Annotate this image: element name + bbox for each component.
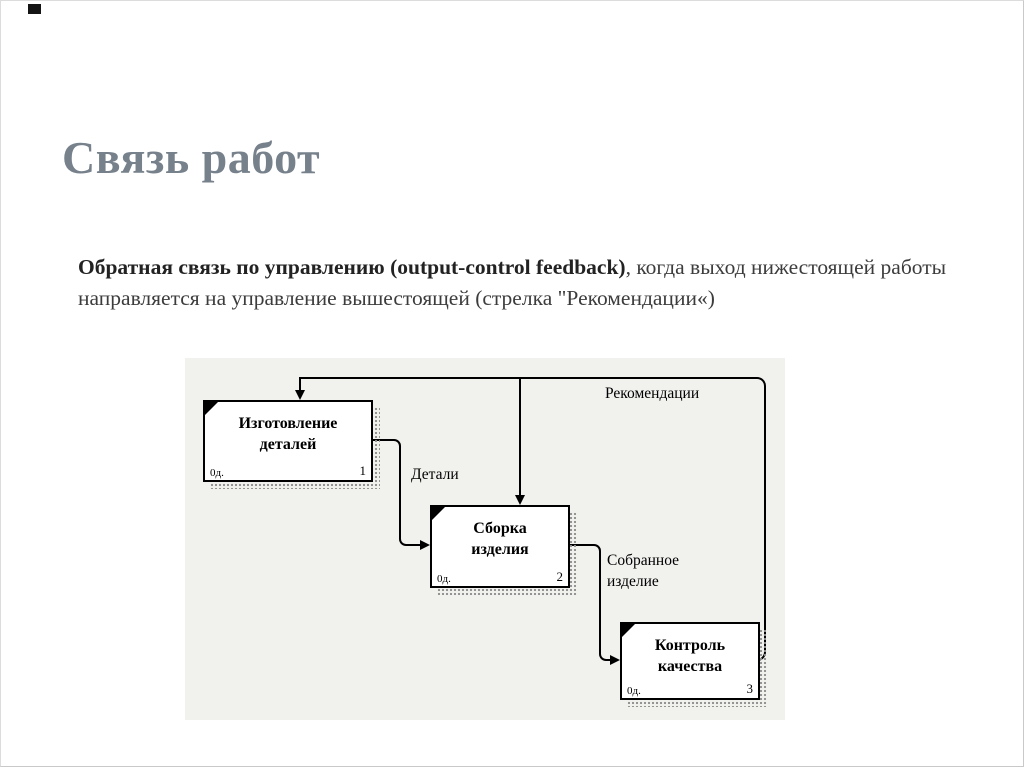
box1-title-line1: Изготовление bbox=[238, 415, 338, 432]
paragraph-bold-segment: Обратная связь по управлению (output-con… bbox=[78, 254, 626, 279]
slide-theme-corner-mark bbox=[28, 4, 41, 14]
arrowhead-into-box2-left bbox=[420, 540, 430, 550]
box-corner-fold-icon bbox=[432, 507, 445, 520]
details-arrow-line bbox=[373, 439, 420, 546]
box1-title-line2: деталей bbox=[259, 436, 317, 453]
slide-paragraph: Обратная связь по управлению (output-con… bbox=[78, 252, 963, 314]
box1-number: 1 bbox=[359, 463, 367, 478]
label-assembled-line2: изделие bbox=[607, 573, 659, 590]
box1-node-code: 0д. bbox=[210, 467, 224, 479]
label-details: Детали bbox=[411, 466, 459, 483]
box2-node-code: 0д. bbox=[437, 573, 451, 585]
activity-box-assemble-product: Сборка изделия 0д. 2 bbox=[430, 505, 577, 595]
arrowhead-into-box3-left bbox=[610, 655, 620, 665]
box3-number: 3 bbox=[746, 681, 754, 696]
slide-title: Связь работ bbox=[62, 131, 321, 183]
label-recommendations: Рекомендации bbox=[605, 385, 700, 402]
activity-box-manufacture-parts: Изготовление деталей 0д. 1 bbox=[203, 400, 380, 489]
box-corner-fold-icon bbox=[205, 402, 218, 415]
label-assembled-line1: Собранное bbox=[607, 552, 680, 569]
arrowhead-into-box2-top bbox=[515, 495, 525, 505]
paragraph-regular-segment: , когда выход нижестоящей работы направл… bbox=[78, 254, 947, 310]
box2-title-line1: Сборка bbox=[473, 520, 527, 537]
box3-node-code: 0д. bbox=[627, 685, 641, 697]
box3-title-line2: качества bbox=[657, 658, 723, 675]
activity-box-quality-control: Контроль качества 0д. 3 bbox=[620, 622, 767, 707]
idef0-diagram: Изготовление деталей 0д. 1 Сборка издели… bbox=[185, 358, 785, 720]
box2-title-line2: изделия bbox=[471, 541, 529, 558]
label-assembled-product: Собранное изделие bbox=[607, 550, 679, 592]
assembled-arrow-line bbox=[570, 544, 610, 661]
box3-title-line1: Контроль bbox=[654, 637, 726, 654]
box2-number: 2 bbox=[556, 569, 564, 584]
box-corner-fold-icon bbox=[622, 624, 635, 637]
arrowhead-into-box1 bbox=[295, 390, 305, 400]
